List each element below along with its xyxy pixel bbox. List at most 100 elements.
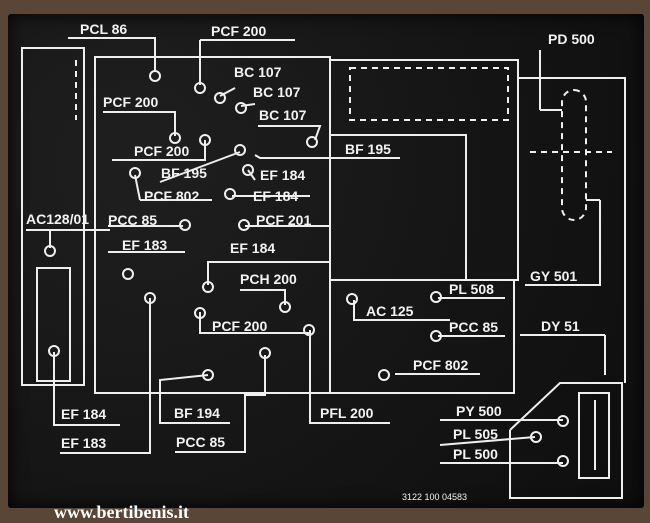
label-pcc85-b: PCC 85 bbox=[449, 319, 498, 335]
label-bc107-c: BC 107 bbox=[259, 107, 307, 123]
label-bf195-a: BF 195 bbox=[345, 141, 391, 157]
label-pcf200-c: PCF 200 bbox=[134, 143, 189, 159]
ef184a-leader bbox=[247, 169, 256, 181]
ef183b-leader bbox=[60, 298, 151, 454]
label-pcc85-c: PCC 85 bbox=[176, 434, 225, 450]
label-pfl200: PFL 200 bbox=[320, 405, 374, 421]
hole-ef184c bbox=[202, 281, 214, 293]
label-ef183-a: EF 183 bbox=[122, 237, 167, 253]
label-pcf802-a: PCF 802 bbox=[144, 188, 199, 204]
pfl200-leader bbox=[309, 330, 390, 424]
right-upper-frame bbox=[329, 59, 519, 281]
label-ef183-b: EF 183 bbox=[61, 435, 106, 451]
pcl86-leader bbox=[68, 37, 156, 72]
label-pcf200-d: PCF 200 bbox=[212, 318, 267, 334]
label-part-number: 3122 100 04583 bbox=[402, 492, 467, 502]
label-pcf802-b: PCF 802 bbox=[413, 357, 468, 373]
watermark: www.bertibenis.it bbox=[54, 502, 189, 522]
hole-pch200 bbox=[279, 301, 291, 313]
dashed-box bbox=[349, 67, 509, 121]
hole-pcc85b bbox=[430, 330, 442, 342]
pcc85c-leader bbox=[175, 355, 266, 453]
label-ef184-a: EF 184 bbox=[260, 167, 305, 183]
label-pl505: PL 505 bbox=[453, 426, 498, 442]
gy501-leader-b bbox=[525, 200, 601, 286]
hole-ef184a bbox=[242, 164, 254, 176]
hole-ef183a bbox=[122, 268, 134, 280]
label-pcf201: PCF 201 bbox=[256, 212, 311, 228]
pd500-tube bbox=[525, 50, 612, 286]
hole-ac125 bbox=[346, 293, 358, 305]
label-pcl86: PCL 86 bbox=[80, 21, 127, 37]
deflection-frame bbox=[509, 382, 623, 499]
ac125-leader bbox=[353, 300, 450, 321]
hole-ef183b bbox=[144, 292, 156, 304]
hole-pl508 bbox=[430, 291, 442, 303]
bf195b-leader bbox=[159, 151, 241, 183]
hole-py500 bbox=[557, 415, 569, 427]
pcf802a-leader bbox=[134, 174, 141, 201]
hole-pcf200b bbox=[169, 132, 181, 144]
hole-ef184b bbox=[224, 188, 236, 200]
pl505-line bbox=[439, 436, 536, 446]
label-gy501: GY 501 bbox=[530, 268, 577, 284]
far-right-frame bbox=[518, 77, 626, 383]
label-ef184-b: EF 184 bbox=[253, 188, 298, 204]
hole-pcc85a bbox=[179, 219, 191, 231]
bc107a-leader bbox=[219, 87, 236, 97]
hole-pcf802a bbox=[129, 167, 141, 179]
hole-bc107b bbox=[235, 102, 247, 114]
bc107b-leader bbox=[240, 103, 256, 107]
bf195a-leader bbox=[254, 154, 400, 159]
right-lower-frame bbox=[329, 279, 515, 394]
hole-pcl86 bbox=[149, 70, 161, 82]
hole-ef184d bbox=[48, 345, 60, 357]
hole-pcf200d bbox=[194, 307, 206, 319]
label-pl508: PL 508 bbox=[449, 281, 494, 297]
hole-ac128 bbox=[44, 245, 56, 257]
tube-labels: PCL 86 PCF 200 BC 107 BC 107 BC 107 PCF … bbox=[26, 21, 595, 502]
label-dy51: DY 51 bbox=[541, 318, 580, 334]
hole-bc107a bbox=[214, 92, 226, 104]
hole-pcf802b bbox=[378, 369, 390, 381]
label-ac125: AC 125 bbox=[366, 303, 414, 319]
hole-pcc85c bbox=[259, 347, 271, 359]
pd500-outline bbox=[561, 89, 587, 221]
label-pcf200-top: PCF 200 bbox=[211, 23, 266, 39]
bf194-leader bbox=[159, 374, 230, 424]
label-pd500: PD 500 bbox=[548, 31, 595, 47]
hole-pcf201 bbox=[238, 219, 250, 231]
pch200-leader bbox=[240, 289, 286, 305]
hole-pl500 bbox=[557, 455, 569, 467]
hole-pcf200c bbox=[199, 134, 211, 146]
hole-bf194 bbox=[202, 369, 214, 381]
pcf200c-leader bbox=[112, 140, 206, 161]
label-bf195-b: BF 195 bbox=[161, 165, 207, 181]
label-ef184-d: EF 184 bbox=[61, 406, 106, 422]
ef184d-leader bbox=[53, 352, 120, 426]
bf195-box bbox=[330, 134, 467, 280]
label-py500: PY 500 bbox=[456, 403, 502, 419]
label-ef184-c: EF 184 bbox=[230, 240, 275, 256]
label-pch200: PCH 200 bbox=[240, 271, 297, 287]
label-bc107-a: BC 107 bbox=[234, 64, 282, 80]
hole-pl505 bbox=[530, 431, 542, 443]
label-bf194: BF 194 bbox=[174, 405, 220, 421]
label-pl500: PL 500 bbox=[453, 446, 498, 462]
hole-pcf200-top bbox=[194, 82, 206, 94]
hole-pfl200 bbox=[303, 324, 315, 336]
socket-holes bbox=[44, 70, 569, 467]
label-pcc85-a: PCC 85 bbox=[108, 212, 157, 228]
label-ac128: AC128/01 bbox=[26, 211, 89, 227]
label-pcf200-b: PCF 200 bbox=[103, 94, 158, 110]
hole-bf195a bbox=[234, 144, 246, 156]
bc107c-leader bbox=[258, 125, 322, 141]
py-socket-frame bbox=[578, 392, 610, 479]
ef184c-leader bbox=[207, 261, 330, 285]
frames bbox=[21, 47, 626, 499]
pcf200b-leader bbox=[103, 111, 176, 136]
hole-bc107c bbox=[306, 136, 318, 148]
label-bc107-b: BC 107 bbox=[253, 84, 301, 100]
